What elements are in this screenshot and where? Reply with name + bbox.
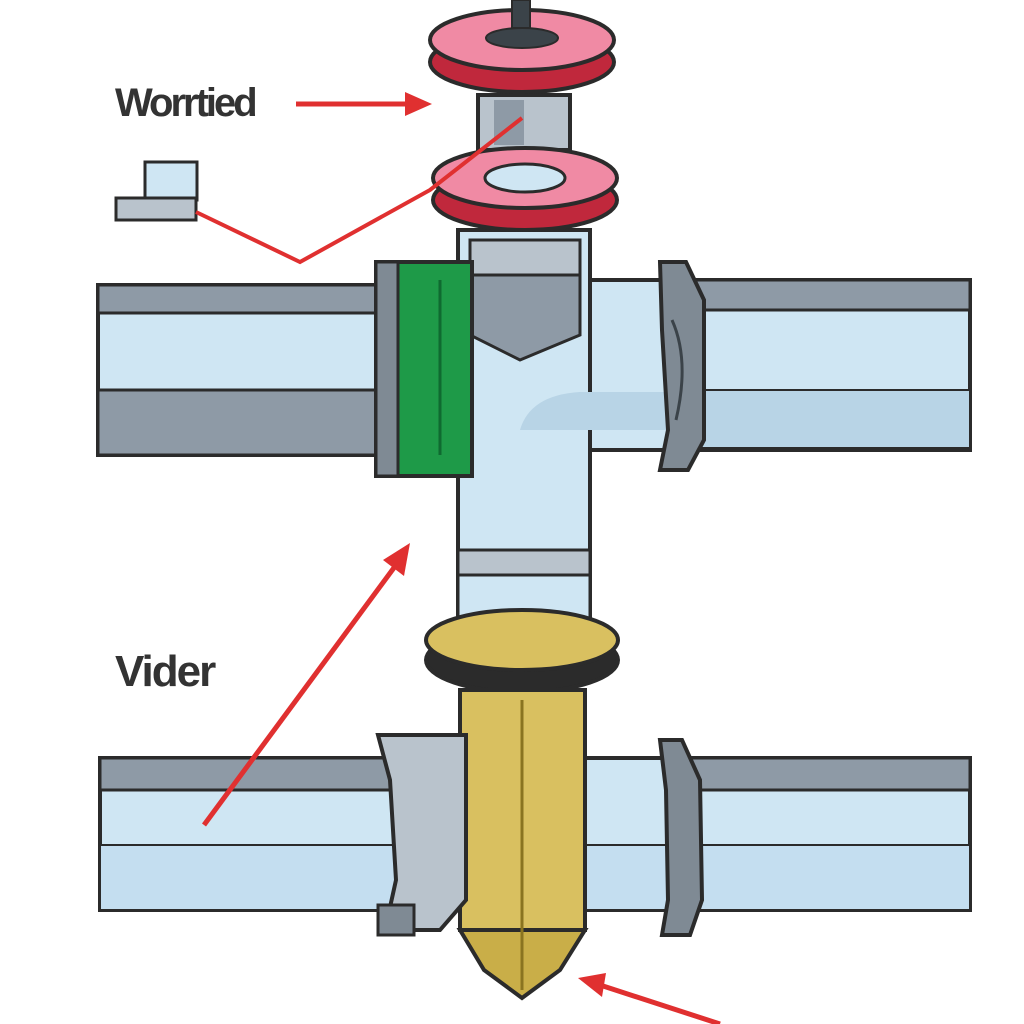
brass-valve: [424, 608, 620, 1001]
green-coupling: [374, 260, 474, 478]
tee-body: [456, 228, 690, 642]
handwheel: [428, 0, 616, 94]
arrow-middle: [201, 543, 410, 827]
arrow-bottom: [578, 973, 721, 1024]
lower-pink-flange: [431, 146, 619, 232]
signal-wire: [195, 116, 524, 265]
lower-right-clamp: [657, 738, 705, 937]
top-label: Worrtied: [115, 81, 255, 125]
arrow-top: [296, 92, 432, 116]
control-box: [114, 160, 199, 222]
upper-clamp: [657, 260, 706, 472]
mid-label: Vider: [115, 647, 216, 696]
lower-left-clamp: [375, 733, 468, 937]
upper-left-pipe: [96, 283, 395, 457]
lower-right-pipe: [568, 756, 972, 912]
lower-left-pipe: [98, 756, 402, 912]
